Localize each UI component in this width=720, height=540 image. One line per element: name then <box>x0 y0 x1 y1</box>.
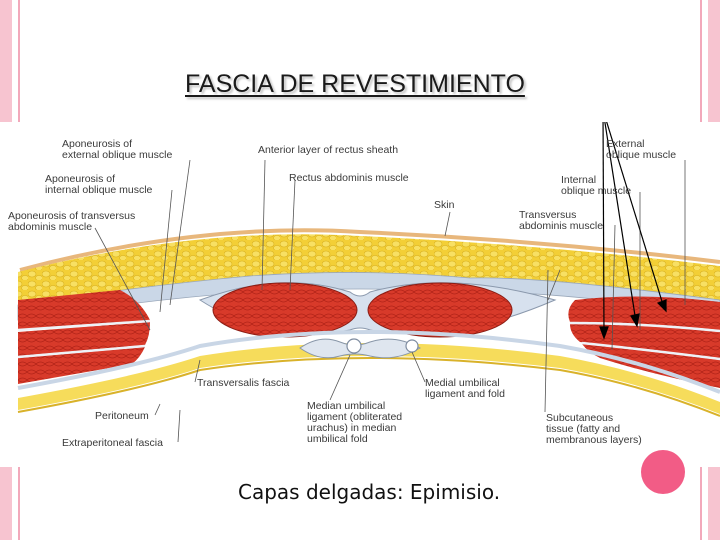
label-extraperitoneal-fascia: Extraperitoneal fascia <box>62 437 163 449</box>
label-line: Transversalis fascia <box>197 377 290 389</box>
label-line: Peritoneum <box>95 410 149 422</box>
label-line: abdominis muscle <box>8 221 92 233</box>
label-line: Internal <box>561 174 596 186</box>
label-skin: Skin <box>434 199 455 211</box>
label-line: Skin <box>434 199 455 211</box>
slide-title: FASCIA DE REVESTIMIENTO <box>185 70 525 98</box>
label-line: ligament (obliterated <box>307 411 402 423</box>
label-line: tissue (fatty and <box>546 423 620 435</box>
label-line: oblique muscle <box>606 149 676 161</box>
label-line: urachus) in median <box>307 422 396 434</box>
rectus-abdominis-right <box>367 282 513 338</box>
label-line: external oblique muscle <box>62 149 172 161</box>
label-line: Aponeurosis of <box>62 138 132 150</box>
leader-lines <box>94 159 686 443</box>
label-line: membranous layers) <box>546 434 642 446</box>
label-line: Median umbilical <box>307 400 385 412</box>
label-line: External <box>606 138 645 150</box>
label-line: abdominis muscle <box>519 220 603 232</box>
accent-dot <box>641 450 685 494</box>
label-line: umbilical fold <box>307 433 368 445</box>
rectus-abdominis-left <box>212 282 358 338</box>
label-line: Extraperitoneal fascia <box>62 437 163 449</box>
umbilical-ligaments <box>299 338 422 359</box>
peritoneum <box>17 357 720 417</box>
label-line: Aponeurosis of transversus <box>8 210 135 222</box>
label-rectus-abdominis: Rectus abdominis muscle <box>289 172 409 184</box>
slide-caption: Capas delgadas: Epimisio. <box>238 480 501 504</box>
annotation-arrows <box>599 122 667 340</box>
skin-layer <box>19 228 720 272</box>
label-line: ligament and fold <box>425 388 505 400</box>
label-peritoneum: Peritoneum <box>95 410 149 422</box>
label-line: internal oblique muscle <box>45 184 153 196</box>
label-line: Transversus <box>519 209 576 221</box>
subcutaneous-fat <box>18 234 720 305</box>
extraperitoneal-fascia <box>18 343 720 414</box>
left-lateral-muscles <box>17 290 151 384</box>
label-anterior-layer-rectus-sheath: Anterior layer of rectus sheath <box>258 144 398 156</box>
label-line: Anterior layer of rectus sheath <box>258 144 398 156</box>
label-line: Medial umbilical <box>425 377 500 389</box>
label-transversalis-fascia: Transversalis fascia <box>197 377 290 389</box>
label-line: Aponeurosis of <box>45 173 115 185</box>
label-line: Subcutaneous <box>546 412 613 424</box>
transversalis-fascia <box>17 330 720 394</box>
label-line: oblique muscle <box>561 185 631 197</box>
label-line: Rectus abdominis muscle <box>289 172 409 184</box>
